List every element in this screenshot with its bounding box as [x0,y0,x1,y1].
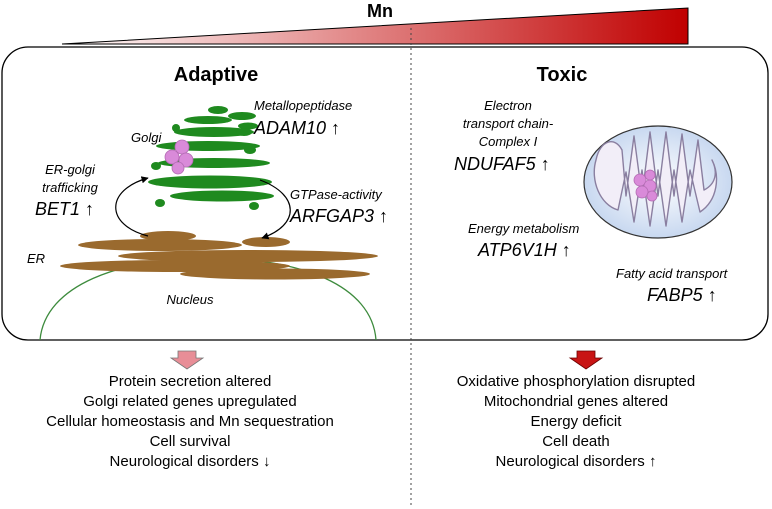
mn-label: Mn [367,1,393,21]
adaptive-outcome: Golgi related genes upregulated [83,393,297,410]
ndufaf5-gene: NDUFAF5 ↑ [454,154,550,174]
mitochondrion [583,125,733,239]
atp6v1h-function: Energy metabolism [468,221,579,236]
toxic-outcomes: Oxidative phosphorylation disrupted Mito… [457,373,695,470]
up-arrow-icon: ↑ [708,285,717,305]
golgi-label: Golgi [131,130,162,145]
adaptive-outcome: Cell survival [150,433,231,450]
bet1-gene: BET1 ↑ [35,199,94,219]
ndufaf5-function-line1: Electron [484,98,532,113]
fabp5-function: Fatty acid transport [616,266,729,281]
adaptive-outcomes: Protein secretion altered Golgi related … [46,373,334,470]
mitochondrial-cristae [593,131,718,227]
mitochondrial-vesicles [633,169,658,202]
toxic-title: Toxic [537,64,588,86]
ndufaf5-function-line2: transport chain- [463,116,554,131]
er-label: ER [27,251,45,266]
golgi-to-er-arrow [259,179,291,240]
toxic-outcome: Neurological disorders ↑ [496,453,657,470]
bet1-function-line1: ER-golgi [45,162,96,177]
er-to-golgi-arrow [115,176,149,237]
up-arrow-icon: ↑ [541,154,550,174]
ndufaf5-function-line3: Complex I [479,134,538,149]
adaptive-title: Adaptive [174,64,258,86]
adam10-gene: ADAM10 ↑ [253,118,340,138]
up-arrow-icon: ↑ [379,206,388,226]
up-arrow-icon: ↑ [85,199,94,219]
mn-gradient-wedge [61,7,689,45]
toxic-outcome: Energy deficit [531,413,623,430]
bet1-function-line2: trafficking [42,180,98,195]
golgi-vesicles [164,139,194,175]
up-arrow-icon: ↑ [562,240,571,260]
adam10-function: Metallopeptidase [254,98,352,113]
toxic-outcome-arrow-icon [568,350,604,370]
adaptive-outcome: Neurological disorders ↓ [110,453,271,470]
adaptive-outcome: Protein secretion altered [109,373,272,390]
up-arrow-icon: ↑ [331,118,340,138]
nucleus-label: Nucleus [167,292,214,307]
atp6v1h-gene: ATP6V1H ↑ [477,240,571,260]
toxic-outcome: Oxidative phosphorylation disrupted [457,373,695,390]
fabp5-gene: FABP5 ↑ [647,285,717,305]
toxic-outcome: Mitochondrial genes altered [484,393,668,410]
toxic-outcome: Cell death [542,433,610,450]
endoplasmic-reticulum [60,231,378,280]
adaptive-outcome: Cellular homeostasis and Mn sequestratio… [46,413,334,430]
arfgap3-function: GTPase-activity [290,187,383,202]
adaptive-outcome-arrow-icon [169,350,205,370]
arfgap3-gene: ARFGAP3 ↑ [289,206,388,226]
main-panel-frame [1,46,769,341]
